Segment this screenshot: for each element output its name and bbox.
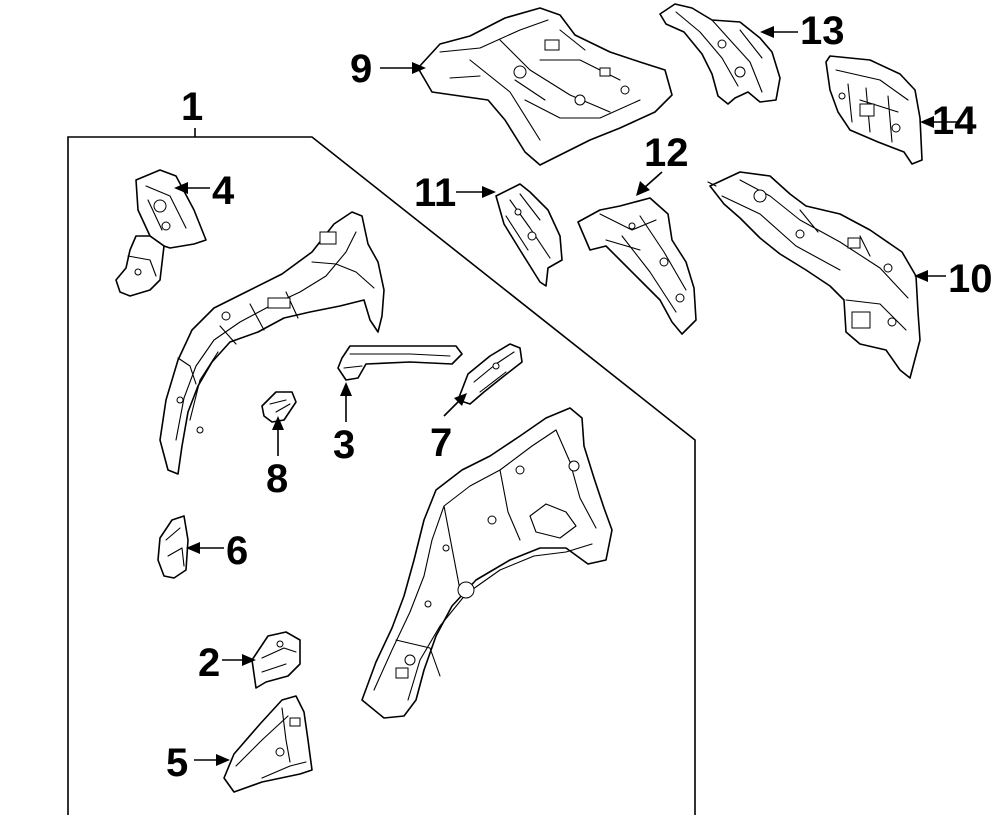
- part-4-bracket[interactable]: [115, 169, 207, 297]
- callout-9: 9: [350, 47, 372, 91]
- part-14-rear-panel-corner[interactable]: [825, 55, 923, 165]
- part-3-bracket[interactable]: [337, 345, 463, 381]
- callout-labels: 1 2 3 4 5 6 7 8 9 10 11 12 13 14: [166, 9, 993, 785]
- wheelhouse-inner-panel[interactable]: [159, 211, 385, 475]
- callout-14: 14: [932, 99, 977, 143]
- callout-7: 7: [430, 421, 452, 465]
- callout-5: 5: [166, 741, 188, 785]
- assembly-1-boundary: [67, 136, 696, 815]
- part-5-extension[interactable]: [223, 695, 313, 793]
- callout-4: 4: [212, 169, 235, 213]
- callout-13: 13: [800, 9, 845, 53]
- part-2-bracket[interactable]: [251, 631, 301, 689]
- part-7-bracket[interactable]: [457, 343, 523, 405]
- part-6-bracket[interactable]: [157, 515, 189, 579]
- callout-6: 6: [226, 529, 248, 573]
- wheelhouse-outer-panel[interactable]: [361, 407, 613, 719]
- part-13-bracket[interactable]: [659, 3, 781, 105]
- callout-11: 11: [414, 171, 456, 215]
- callout-8: 8: [266, 457, 288, 501]
- part-12-rail-extension[interactable]: [577, 197, 697, 335]
- part-8-clip[interactable]: [261, 391, 297, 423]
- callout-2: 2: [198, 641, 220, 685]
- leader-lines: [174, 26, 958, 766]
- callout-10: 10: [948, 257, 993, 301]
- callout-3: 3: [333, 423, 355, 467]
- part-11-bracket[interactable]: [495, 183, 563, 287]
- part-9-rear-floor-frame[interactable]: [417, 7, 673, 166]
- part-10-side-member[interactable]: [707, 171, 921, 379]
- callout-1: 1: [181, 85, 203, 129]
- callout-12: 12: [644, 131, 689, 175]
